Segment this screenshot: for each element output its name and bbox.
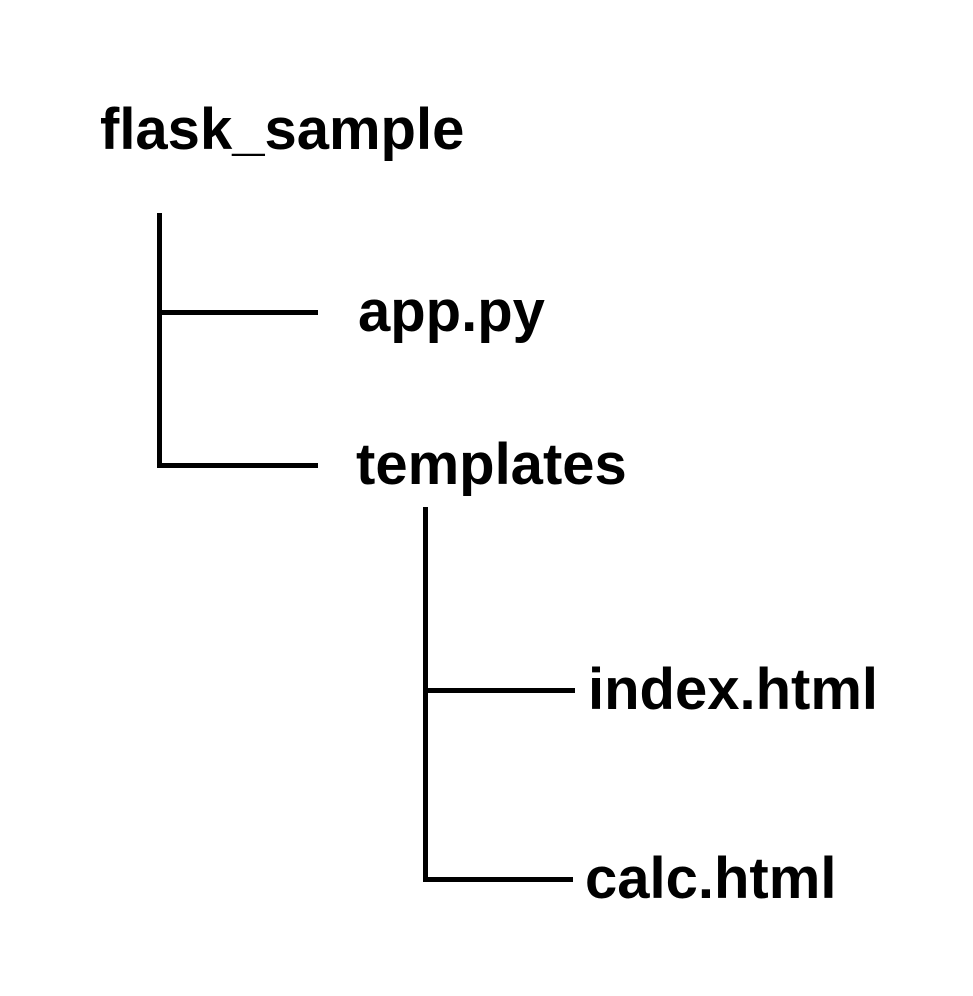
root-trunk-line [157, 213, 162, 468]
file-label-calc-html: calc.html [585, 846, 837, 911]
branch-line-templates [157, 463, 318, 468]
branch-line-app-py [157, 310, 318, 315]
branch-line-index-html [423, 688, 575, 693]
file-label-index-html: index.html [588, 657, 879, 722]
branch-line-calc-html [423, 877, 573, 882]
file-label-app-py: app.py [358, 279, 545, 344]
root-folder-label: flask_sample [100, 97, 465, 162]
folder-label-templates: templates [356, 432, 627, 497]
templates-trunk-line [423, 507, 428, 882]
